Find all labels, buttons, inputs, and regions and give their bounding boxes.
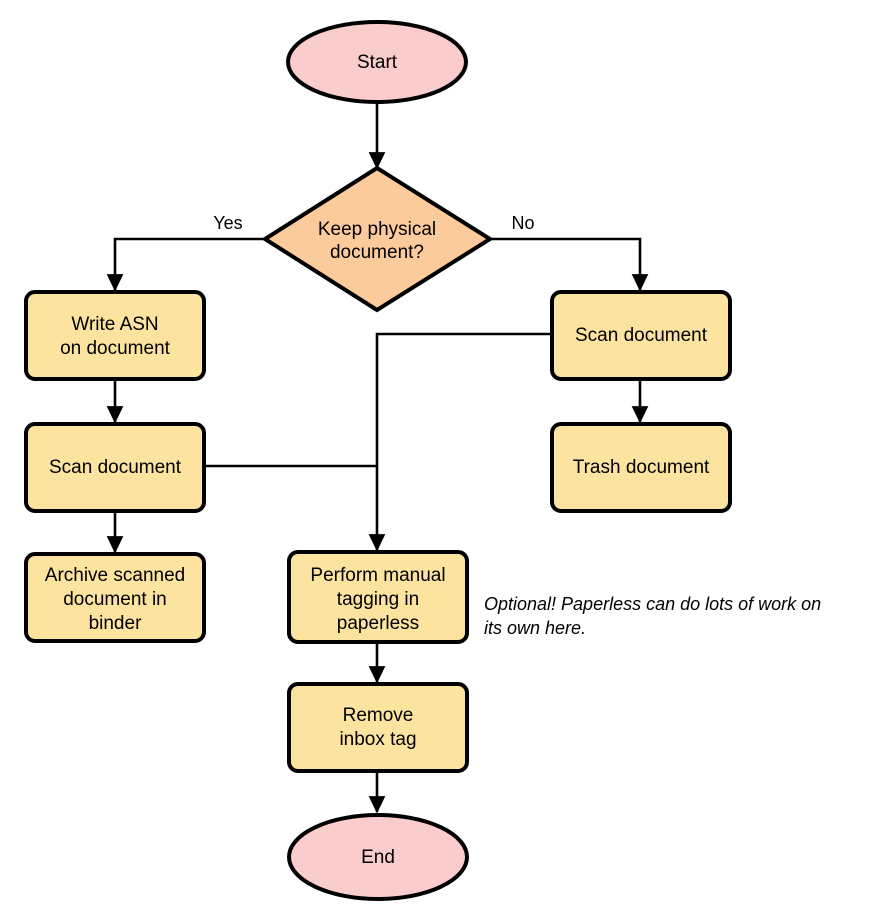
node-scan-document-right[interactable]: Scan document	[550, 290, 732, 381]
edge-label-no: No	[511, 213, 534, 233]
remove-inbox-label-line2: inbox tag	[339, 729, 416, 750]
node-archive-scanned-document-in-binder[interactable]: Archive scanned document in binder	[24, 552, 206, 643]
edge-scan-right-to-tagging	[368, 332, 552, 552]
write-asn-label-line2: on document	[60, 338, 171, 359]
note-line2: its own here.	[484, 618, 586, 638]
tagging-box	[287, 550, 469, 644]
decision-diamond	[261, 165, 494, 313]
end-label: End	[361, 847, 395, 868]
scan-document-right-box	[550, 290, 732, 381]
edge-decision-no-to-scan-right	[490, 237, 649, 292]
start-ellipse	[286, 20, 468, 104]
edge-label-yes: Yes	[213, 213, 242, 233]
node-decision-keep-physical-document[interactable]: Keep physical document?	[261, 165, 494, 313]
remove-inbox-tag-box	[287, 682, 469, 773]
note-line1: Optional! Paperless can do lots of work …	[484, 594, 821, 614]
write-asn-box	[24, 290, 206, 381]
node-remove-inbox-tag[interactable]: Remove inbox tag	[287, 682, 469, 773]
annotation-note: Optional! Paperless can do lots of work …	[484, 594, 821, 638]
node-scan-document-left[interactable]: Scan document	[24, 422, 206, 513]
node-write-asn-on-document[interactable]: Write ASN on document	[24, 290, 206, 381]
node-end[interactable]: End	[287, 813, 469, 901]
trash-document-box	[550, 422, 732, 513]
edge-decision-yes-to-write-asn	[106, 237, 265, 292]
tagging-label-line2: tagging in	[337, 589, 419, 610]
archive-label-line3: binder	[89, 613, 142, 634]
trash-document-label: Trash document	[573, 457, 710, 478]
end-ellipse	[287, 813, 469, 901]
archive-label-line2: document in	[63, 589, 167, 610]
scan-document-left-label: Scan document	[49, 457, 182, 478]
node-start[interactable]: Start	[286, 20, 468, 104]
decision-label-line2: document?	[330, 242, 424, 263]
scan-document-right-label: Scan document	[575, 325, 708, 346]
node-perform-manual-tagging[interactable]: Perform manual tagging in paperless	[287, 550, 469, 644]
tagging-label-line1: Perform manual	[310, 565, 445, 586]
write-asn-label-line1: Write ASN	[71, 314, 158, 335]
scan-document-left-box	[24, 422, 206, 513]
start-label: Start	[357, 52, 398, 73]
archive-box	[24, 552, 206, 643]
tagging-label-line3: paperless	[337, 613, 419, 634]
decision-label-line1: Keep physical	[318, 219, 436, 240]
remove-inbox-label-line1: Remove	[343, 705, 414, 726]
node-trash-document[interactable]: Trash document	[550, 422, 732, 513]
archive-label-line1: Archive scanned	[45, 565, 185, 586]
